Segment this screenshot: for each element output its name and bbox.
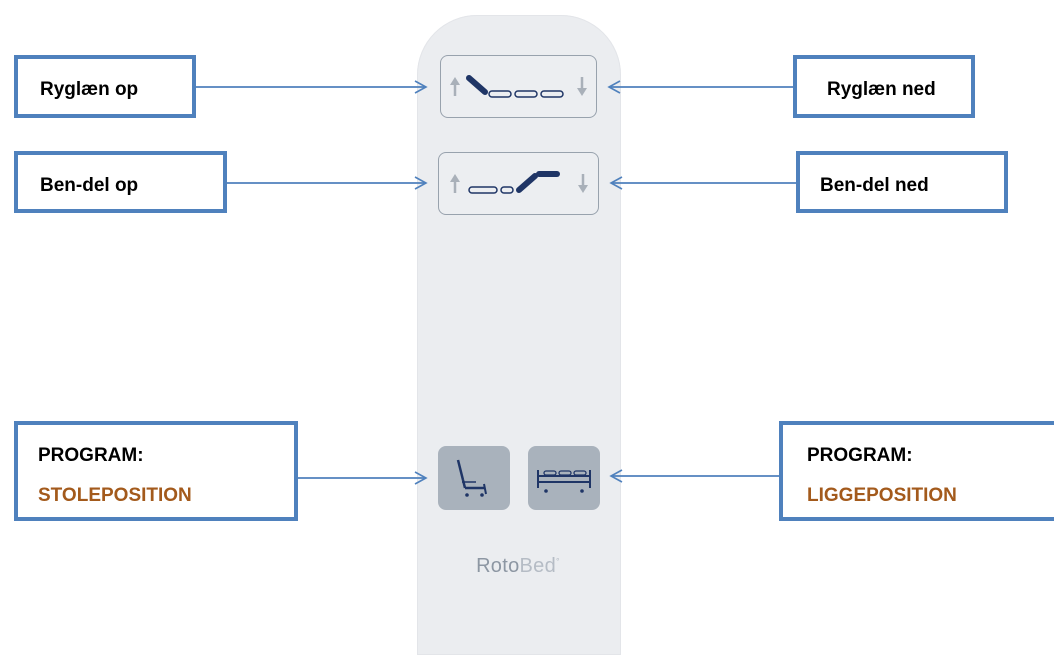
brand-light: Bed: [519, 555, 557, 577]
chair-icon: [456, 459, 487, 497]
backrest-icon: [450, 75, 587, 98]
brand-mark: °: [556, 556, 560, 567]
callout-back-down: Ryglæn ned: [793, 55, 975, 118]
lie-position-button[interactable]: [528, 446, 600, 510]
callout-lie-program: PROGRAM: LIGGEPOSITION: [779, 421, 1054, 521]
connector-arrows: [196, 80, 796, 485]
label-leg-down: Ben-del ned: [820, 175, 929, 196]
legrest-button[interactable]: [438, 152, 599, 215]
bed-icon: [537, 470, 591, 493]
callout-chair-program: PROGRAM: STOLEPOSITION: [14, 421, 298, 521]
callout-leg-up: Ben-del op: [14, 151, 227, 213]
label-lie-program-value: LIGGEPOSITION: [807, 485, 957, 506]
brand-logo: RotoBed°: [453, 555, 583, 578]
callout-back-up: Ryglæn op: [14, 55, 196, 118]
legrest-icon: [450, 171, 588, 194]
label-lie-program-title: PROGRAM:: [807, 445, 913, 466]
remote-control-body: [417, 15, 621, 655]
brand-bold: Roto: [476, 555, 520, 577]
label-chair-program-title: PROGRAM:: [38, 445, 144, 466]
callout-leg-down: Ben-del ned: [796, 151, 1008, 213]
label-chair-program-value: STOLEPOSITION: [38, 485, 192, 506]
label-back-down: Ryglæn ned: [827, 79, 936, 100]
chair-position-button[interactable]: [438, 446, 510, 510]
backrest-button[interactable]: [440, 55, 597, 118]
label-leg-up: Ben-del op: [40, 175, 139, 196]
label-back-up: Ryglæn op: [40, 79, 139, 100]
